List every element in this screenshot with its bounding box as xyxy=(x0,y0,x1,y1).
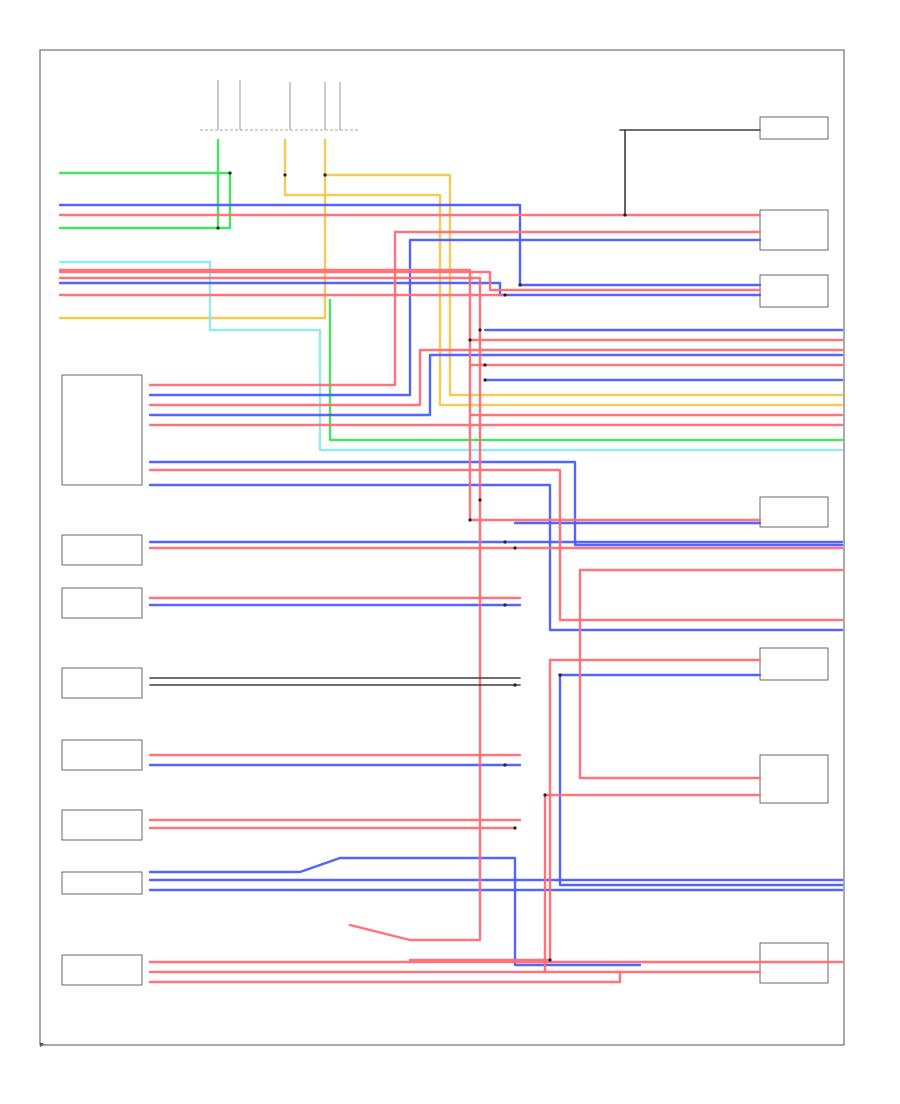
component-box-airbag xyxy=(61,739,143,771)
junction-dot-20 xyxy=(548,958,552,962)
wire-blue-10 xyxy=(148,353,844,417)
component-box-abs-left xyxy=(61,954,143,986)
wire-blue-9 xyxy=(148,238,762,397)
wire-blue-12 xyxy=(148,483,844,632)
wire-blue-21 xyxy=(483,328,844,382)
wire-blue-18 xyxy=(148,856,642,967)
wire-red-28 xyxy=(148,468,844,622)
component-box-headlight-left xyxy=(759,274,829,308)
wire-red-25 xyxy=(148,230,762,387)
junction-dot-16 xyxy=(503,763,507,767)
junction-dot-6 xyxy=(483,378,487,382)
component-boxes xyxy=(61,116,829,986)
page-code: P xyxy=(40,1043,44,1049)
wire-red-34 xyxy=(578,568,844,780)
wire-red-35 xyxy=(408,658,762,962)
junction-dot-0 xyxy=(228,171,232,175)
wire-yellow-4 xyxy=(323,138,844,397)
junction-dot-11 xyxy=(503,540,507,544)
component-box-headlight-right xyxy=(759,209,829,251)
component-box-ac-control xyxy=(61,534,143,566)
junction-dot-1 xyxy=(216,226,220,230)
junction-dots xyxy=(216,171,627,962)
junction-dot-2 xyxy=(283,173,287,177)
wire-yellow-3 xyxy=(283,138,844,407)
component-box-junction-1 xyxy=(61,809,143,841)
junction-dot-14 xyxy=(503,603,507,607)
junction-dot-7 xyxy=(503,293,507,297)
wire-blue-11 xyxy=(148,460,844,547)
component-box-bcm xyxy=(759,496,829,528)
wire-red-23 xyxy=(58,268,762,522)
junction-dot-8 xyxy=(518,283,522,287)
junction-dot-17 xyxy=(513,826,517,830)
junction-dot-13 xyxy=(483,363,487,367)
junction-dot-12 xyxy=(513,546,517,550)
junction-dot-21 xyxy=(623,213,627,217)
component-box-steering-angle xyxy=(61,374,143,486)
fuse-block xyxy=(200,80,360,131)
wire-red-40 xyxy=(468,338,844,417)
wire-blue-17 xyxy=(558,673,844,887)
junction-dot-19 xyxy=(543,793,547,797)
wire-red-36 xyxy=(543,793,762,974)
wire-red-24 xyxy=(58,276,507,942)
wire-green-2 xyxy=(328,298,844,442)
component-box-ecm xyxy=(759,754,829,804)
diagram-frame xyxy=(39,49,845,1046)
wire-cyan-6 xyxy=(58,260,844,452)
junction-dot-4 xyxy=(468,338,472,342)
wire-blue-7 xyxy=(58,203,762,287)
component-box-tcm xyxy=(759,647,829,681)
wire-yellow-5 xyxy=(58,173,327,320)
component-box-occupant-sensor xyxy=(61,587,143,619)
junction-dot-3 xyxy=(323,173,327,177)
wire-green-0 xyxy=(58,171,232,230)
component-box-top-right xyxy=(759,116,829,140)
junction-dot-15 xyxy=(513,683,517,687)
component-box-mirror-control xyxy=(61,667,143,699)
junction-dot-9 xyxy=(468,518,472,522)
wire-red-26 xyxy=(148,348,844,407)
junction-dot-5 xyxy=(478,328,482,332)
junction-dot-18 xyxy=(558,673,562,677)
junction-dot-10 xyxy=(478,498,482,502)
wire-red-39 xyxy=(148,970,622,984)
wires xyxy=(58,129,844,984)
component-box-junction-2 xyxy=(61,871,143,895)
